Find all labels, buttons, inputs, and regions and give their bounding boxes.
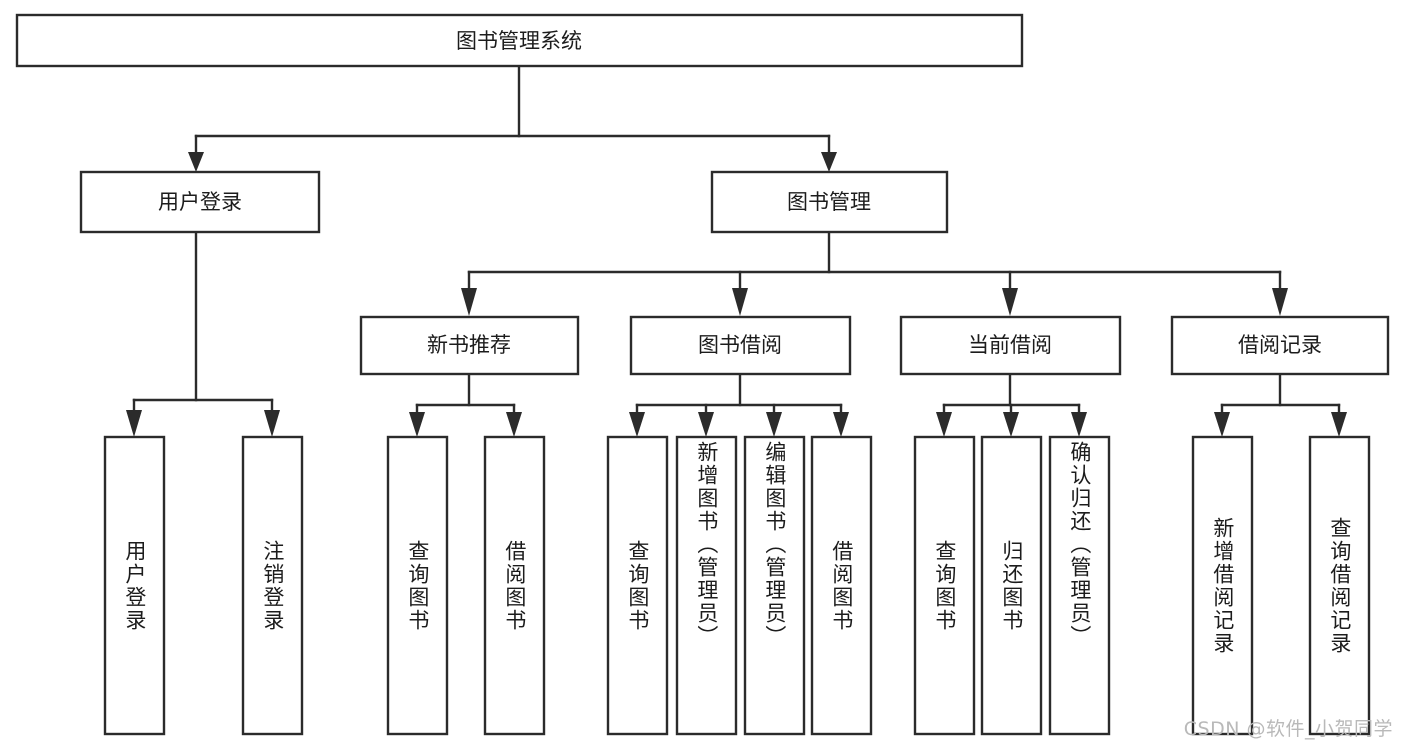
connector-group-book-manage — [461, 230, 1288, 316]
arrowhead-leaf-borrow-book-1 — [506, 412, 522, 437]
arrowhead-leaf-borrow-book-2 — [833, 412, 849, 437]
node-book-manage-box[interactable] — [710, 170, 949, 234]
node-new-book-recommend[interactable]: 新书推荐 — [359, 315, 580, 376]
connector-group-book-borrow — [629, 372, 849, 437]
arrowhead-leaf-query-book-2 — [629, 412, 645, 437]
node-root-box[interactable] — [15, 13, 1024, 68]
node-user-login-label: 用户登录 — [158, 190, 242, 214]
node-current-borrow-label: 当前借阅 — [968, 333, 1052, 357]
node-borrow-record[interactable]: 借阅记录 — [1170, 315, 1390, 376]
arrowhead-leaf-query-record — [1331, 412, 1347, 437]
node-book-manage-label: 图书管理 — [787, 190, 871, 214]
node-leaf-edit-book-box[interactable] — [743, 435, 806, 736]
node-leaf-confirm-return-box[interactable] — [1048, 435, 1111, 736]
arrowhead-leaf-add-record — [1214, 412, 1230, 437]
node-leaf-query-book-1-box[interactable] — [386, 435, 449, 736]
connector-group-new-book-recommend — [409, 372, 522, 437]
arrowhead-leaf-edit-book — [766, 412, 782, 437]
node-root-label: 图书管理系统 — [456, 29, 582, 53]
arrowhead-leaf-user-login — [126, 410, 142, 437]
node-new-book-recommend-box[interactable] — [359, 315, 580, 376]
node-new-book-recommend-label: 新书推荐 — [427, 333, 511, 357]
arrowhead-leaf-query-book-1 — [409, 412, 425, 437]
node-leaf-logout-login-box[interactable] — [241, 435, 304, 736]
node-book-manage[interactable]: 图书管理 — [710, 170, 949, 234]
node-leaf-user-login-box[interactable] — [103, 435, 166, 736]
arrowhead-leaf-logout-login — [264, 410, 280, 437]
node-book-borrow-label: 图书借阅 — [698, 333, 782, 357]
node-user-login[interactable]: 用户登录 — [79, 170, 321, 234]
node-leaf-query-book-3-box[interactable] — [913, 435, 976, 736]
node-leaf-query-record-box[interactable] — [1308, 435, 1371, 736]
node-leaf-add-record-box[interactable] — [1191, 435, 1254, 736]
arrowhead-leaf-return-book — [1003, 412, 1019, 437]
node-leaf-borrow-book-2-box[interactable] — [810, 435, 873, 736]
arrowhead-borrow-record — [1272, 288, 1288, 316]
connector-group-root — [188, 64, 837, 172]
node-user-login-box[interactable] — [79, 170, 321, 234]
arrowhead-leaf-add-book — [698, 412, 714, 437]
arrowhead-user-login — [188, 152, 204, 172]
node-leaf-return-book-box[interactable] — [980, 435, 1043, 736]
node-book-borrow-box[interactable] — [629, 315, 852, 376]
node-book-borrow[interactable]: 图书借阅 — [629, 315, 852, 376]
connector-group-user-login — [126, 230, 280, 437]
arrowhead-book-borrow — [732, 288, 748, 316]
node-current-borrow[interactable]: 当前借阅 — [899, 315, 1122, 376]
node-leaf-borrow-book-1-box[interactable] — [483, 435, 546, 736]
connector-group-borrow-record — [1214, 372, 1347, 437]
node-leaf-add-book-box[interactable] — [675, 435, 738, 736]
arrowhead-current-borrow — [1002, 288, 1018, 316]
arrowhead-new-book-recommend — [461, 288, 477, 316]
node-root[interactable]: 图书管理系统 — [15, 13, 1024, 68]
node-leaf-query-book-2-box[interactable] — [606, 435, 669, 736]
node-borrow-record-box[interactable] — [1170, 315, 1390, 376]
watermark-text: CSDN @软件_小贺同学 — [1183, 718, 1393, 740]
arrowhead-book-manage — [821, 152, 837, 172]
node-current-borrow-box[interactable] — [899, 315, 1122, 376]
node-borrow-record-label: 借阅记录 — [1238, 333, 1322, 357]
arrowhead-leaf-query-book-3 — [936, 412, 952, 437]
arrowhead-leaf-confirm-return — [1071, 412, 1087, 437]
connector-group-current-borrow — [936, 372, 1087, 437]
